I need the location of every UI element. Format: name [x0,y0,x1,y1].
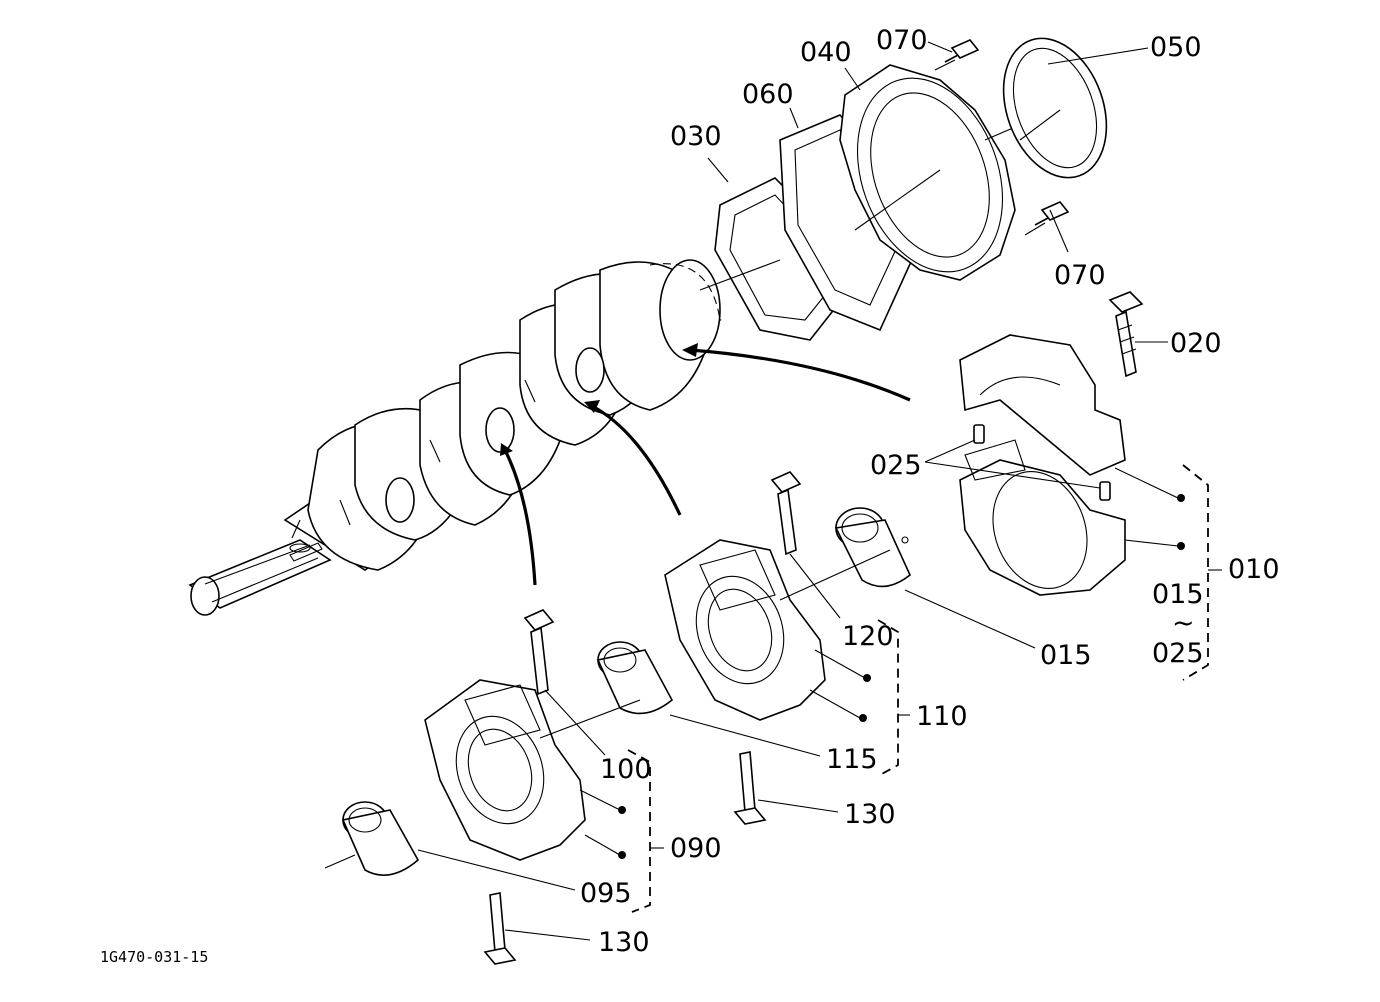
bolt-130-middle [733,751,767,825]
label-090: 090 [670,833,722,864]
label-025-range-end: 025 [1152,638,1204,669]
label-range-tilde: ~ [1172,608,1195,639]
gasket-060 [779,114,931,332]
label-110: 110 [916,701,968,732]
oil-seal-050 [1002,37,1108,179]
bolt-120 [770,471,802,556]
bushing-115 [596,641,674,715]
bracket-010 [1182,464,1222,681]
bushing-095 [341,801,420,876]
bracket-110 [877,619,910,776]
bracket-090 [627,749,664,913]
bearing-case-010 [959,334,1126,596]
crankshaft [188,259,722,616]
label-015-range-start: 015 [1152,579,1204,610]
label-010: 010 [1228,554,1280,585]
screw-070-bottom [1024,201,1070,236]
label-060: 060 [742,79,794,110]
leader-lines [324,41,1179,941]
label-120: 120 [842,621,894,652]
bracket-dots [618,494,1185,859]
bearing-case-090 [424,679,586,861]
label-040: 040 [800,37,852,68]
bearing-case-110 [664,539,826,721]
rear-housing-040 [839,64,1021,281]
bushing-015 [834,507,911,588]
screw-070-top [934,39,980,71]
label-130-bottom: 130 [598,927,650,958]
diagram-code: 1G470-031-15 [100,948,208,966]
label-070-bottom: 070 [1054,260,1106,291]
label-070-top: 070 [876,25,928,56]
bolt-100 [523,609,555,696]
label-115: 115 [826,744,878,775]
label-095: 095 [580,878,632,909]
bolt-130-bottom [483,892,517,965]
label-050: 050 [1150,32,1202,63]
label-020: 020 [1170,328,1222,359]
label-100: 100 [600,754,652,785]
bolt-020 [1108,291,1144,378]
label-015: 015 [1040,640,1092,671]
assembly-arrows [500,343,911,586]
label-030: 030 [670,121,722,152]
label-025-left: 025 [870,450,922,481]
label-130-middle: 130 [844,799,896,830]
